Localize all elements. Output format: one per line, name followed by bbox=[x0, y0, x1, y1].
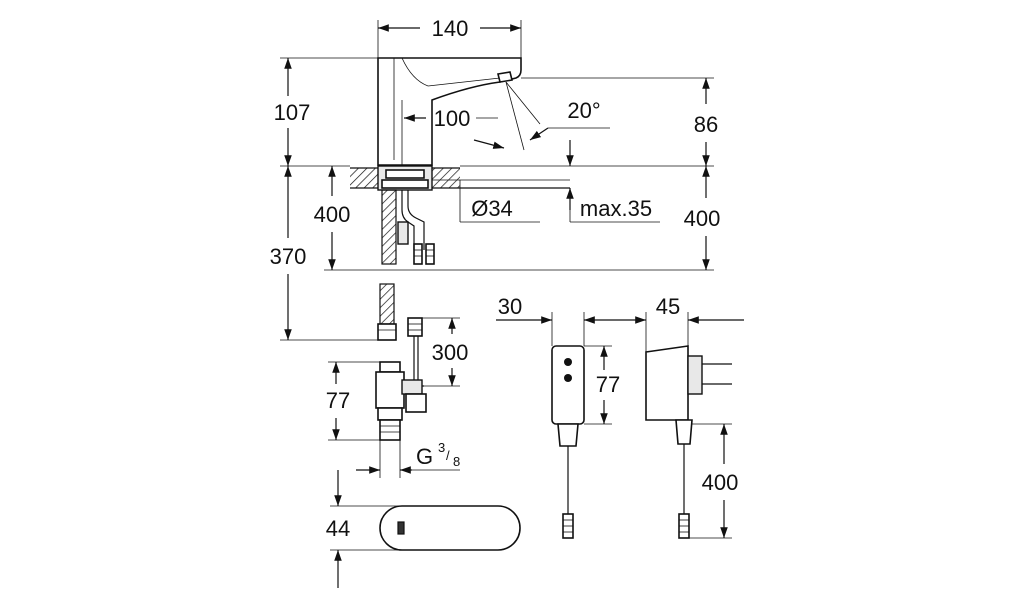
power-adapter-side bbox=[645, 345, 732, 539]
dim-adapter-depth: 45 bbox=[656, 294, 680, 319]
sensor-plate bbox=[379, 505, 521, 551]
dim-plate-height: 44 bbox=[326, 516, 350, 541]
dim-spout-reach: 100 bbox=[434, 106, 471, 131]
dim-adapter-cable-length: 400 bbox=[702, 470, 739, 495]
thread-size-denominator: 8 bbox=[453, 454, 460, 469]
thread-size-slash: / bbox=[446, 448, 450, 463]
dim-total-length: 370 bbox=[270, 244, 307, 269]
dimension-lines bbox=[280, 20, 744, 588]
dim-sensor-cable-length: 300 bbox=[432, 340, 469, 365]
dim-spout-width: 140 bbox=[432, 16, 469, 41]
counter-deck bbox=[350, 165, 460, 191]
dim-hole-diameter: Ø34 bbox=[471, 196, 513, 221]
dim-plug-height: 77 bbox=[596, 372, 620, 397]
dim-spray-angle: 20° bbox=[567, 98, 600, 123]
flex-hoses bbox=[377, 189, 435, 341]
faucet-side-view bbox=[377, 57, 541, 166]
dim-thread-size: G 3 / 8 bbox=[416, 440, 460, 469]
dim-hose-length-right: 400 bbox=[684, 206, 721, 231]
solenoid-valve bbox=[375, 361, 427, 441]
dim-max-deck-thickness: max.35 bbox=[580, 196, 652, 221]
dim-valve-height: 77 bbox=[326, 388, 350, 413]
dim-height-above-deck: 107 bbox=[274, 100, 311, 125]
power-plug-front bbox=[551, 345, 585, 539]
dim-spout-height: 86 bbox=[694, 112, 718, 137]
dim-plug-width: 30 bbox=[498, 294, 522, 319]
thread-size-prefix: G bbox=[416, 444, 433, 469]
dim-hose-length-left: 400 bbox=[314, 202, 351, 227]
sensor-cable bbox=[407, 317, 424, 387]
dimension-labels: 140 107 100 20° 86 Ø34 max.35 400 400 37… bbox=[270, 16, 739, 541]
thread-size-numerator: 3 bbox=[438, 440, 445, 455]
